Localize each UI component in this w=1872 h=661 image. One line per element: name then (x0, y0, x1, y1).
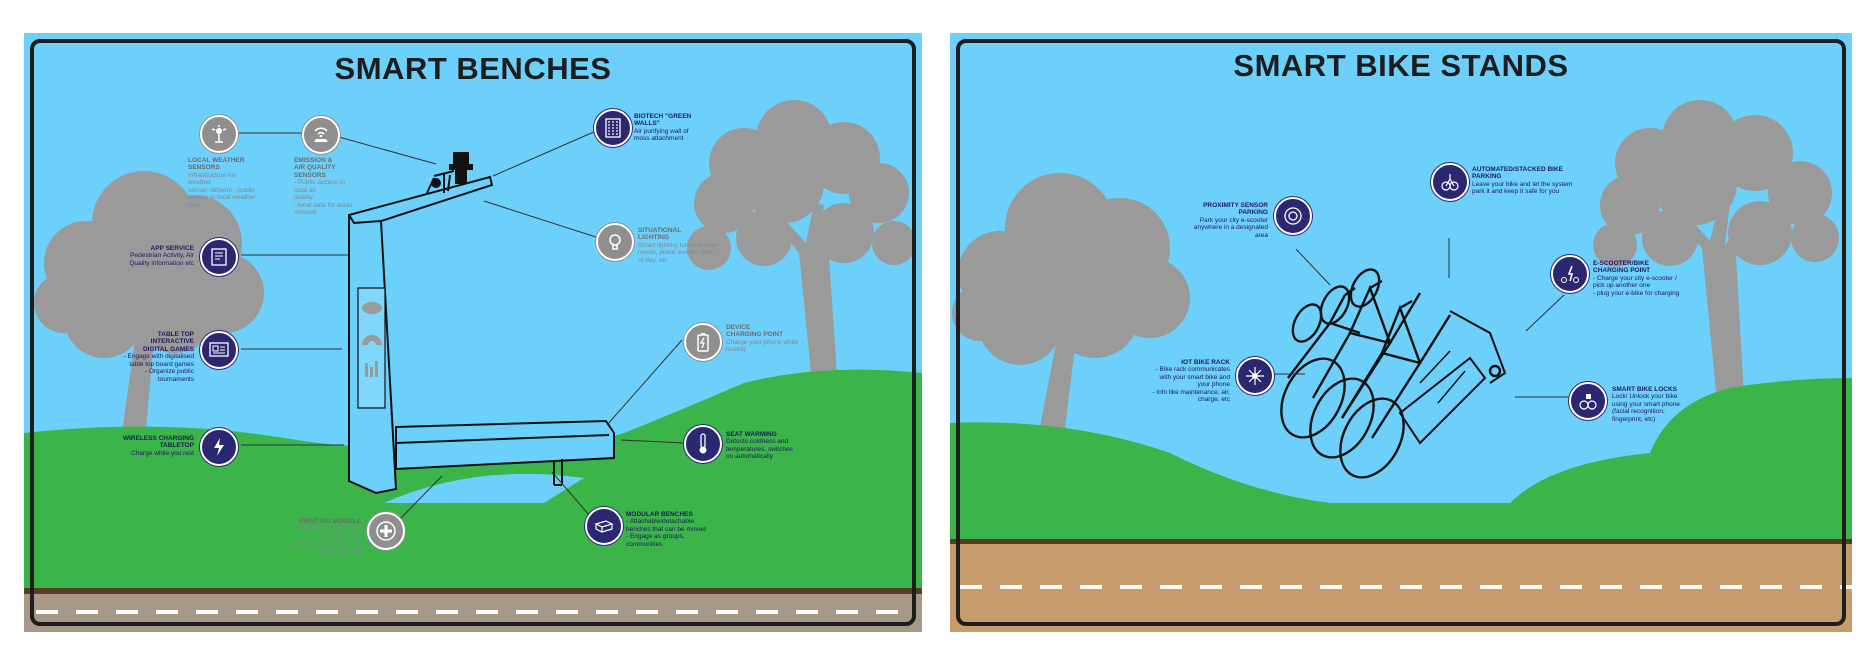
lightning-icon (200, 428, 238, 466)
label-modular-benches: MODULAR BENCHES - Attachable/detachable … (626, 511, 710, 548)
bikes-connectors (1270, 238, 1570, 398)
smart-bike-stands-panel: SMART BIKE STANDS PROXIMITY SENSOR PARKI… (950, 33, 1852, 632)
iot-title: IOT BIKE RACK (1181, 359, 1230, 366)
locks-desc: Lock/ Unlock your bike using your smart … (1612, 393, 1680, 423)
label-green-walls: BIOTECH "GREEN WALLS" Air purifying wall… (634, 113, 704, 143)
bench-module-icon (585, 507, 623, 545)
bike-lock-icon (1569, 382, 1607, 420)
label-automated-parking: AUTOMATED/STACKED BIKE PARKING Leave you… (1472, 166, 1582, 196)
road-markings (36, 610, 898, 614)
app-title: APP SERVICE (150, 245, 194, 252)
label-proximity-sensor: PROXIMITY SENSOR PARKING Park your city … (1178, 202, 1268, 239)
charging-title: DEVICE CHARGING POINT (726, 324, 784, 339)
app-desc: Pedestrian Activity, Air Quality informa… (129, 252, 194, 267)
battery-icon (684, 323, 722, 361)
escooter-title: E-SCOOTER/BIKE CHARGING POINT (1593, 260, 1651, 275)
greenwalls-desc: Air purifying wall of moss attachment (634, 127, 689, 143)
seat-title: SEAT WARMING (726, 431, 777, 438)
smart-bench-drawing (348, 152, 615, 495)
benches-connectors (217, 130, 685, 524)
emission-title: EMISSION & AIR QUALITY SENSORS (294, 157, 336, 179)
green-wall-icon (594, 109, 632, 147)
label-weather-sensors: LOCAL WEATHER SENSORS Infrastructure for… (188, 157, 258, 209)
wifi-car-icon (302, 116, 340, 154)
weather-title: LOCAL WEATHER SENSORS (188, 157, 245, 172)
weather-station-icon (200, 115, 238, 153)
smart-benches-panel: SMART BENCHES LOCAL WEATHER SENSORS Infr… (24, 33, 922, 632)
bike-right-tree (1593, 100, 1839, 413)
charging-desc: Charge your phone while resting (726, 338, 799, 354)
wireless-desc: Charge while you rest (131, 449, 194, 457)
emission-desc: - Public access to local air quality - l… (294, 179, 353, 217)
scooter-icon (1551, 255, 1589, 293)
tablet-icon (200, 238, 238, 276)
bike-rack-drawing (1280, 268, 1507, 479)
thermometer-icon (684, 425, 722, 463)
label-escooter-charging: E-SCOOTER/BIKE CHARGING POINT - Charge y… (1593, 260, 1693, 297)
right-tree (687, 100, 916, 403)
label-charging-point: DEVICE CHARGING POINT Charge your phone … (726, 324, 806, 354)
bikes-scene (950, 100, 1852, 632)
bench-screen-icons (362, 302, 382, 377)
lightbulb-icon (596, 223, 634, 261)
bike-left-tree (952, 173, 1190, 453)
proximity-title: PROXIMITY SENSOR PARKING (1203, 202, 1268, 217)
label-smart-bike-locks: SMART BIKE LOCKS Lock/ Unlock your bike … (1612, 386, 1704, 423)
bike-road-markings (960, 585, 1852, 589)
stacked-bikes-icon (1431, 163, 1469, 201)
greenwalls-title: BIOTECH "GREEN WALLS" (634, 113, 692, 128)
lighting-desc: Smart lighting tuned to user needs, publ… (638, 241, 718, 264)
weather-desc: Infrastructure for weather sensor networ… (188, 171, 256, 209)
proximity-desc: Park your city e-scooter anywhere in a d… (1193, 216, 1268, 239)
label-emission-sensors: EMISSION & AIR QUALITY SENSORS - Public … (294, 157, 360, 217)
left-tree (34, 171, 264, 453)
label-app-service: APP SERVICE Pedestrian Activity, Air Qua… (112, 245, 194, 267)
benches-scene (24, 100, 922, 632)
automated-title: AUTOMATED/STACKED BIKE PARKING (1472, 166, 1563, 181)
modular-desc: - Attachable/detachable benches that can… (626, 518, 706, 548)
parking-target-icon (1274, 197, 1312, 235)
firstaid-title: FIRST AID MODULE (299, 518, 361, 525)
firstaid-desc: Emergency module alert for first aiders … (290, 525, 361, 555)
bike-grass (950, 378, 1852, 543)
network-hub-icon (1236, 357, 1274, 395)
modular-title: MODULAR BENCHES (626, 511, 693, 518)
first-aid-plus-icon (367, 512, 405, 550)
wireless-title: WIRELESS CHARGING TABLETOP (122, 435, 194, 450)
bikes-title: SMART BIKE STANDS (1233, 48, 1569, 83)
label-first-aid: FIRST AID MODULE Emergency module alert … (279, 518, 361, 555)
iot-desc: - Bike rack communicates with your smart… (1152, 366, 1230, 404)
games-title: TABLE TOP INTERACTIVE DIGITAL GAMES (142, 331, 194, 353)
benches-title: SMART BENCHES (334, 51, 612, 86)
escooter-desc: - Charge your city e-scooter / pick up a… (1593, 274, 1680, 297)
label-wireless-charging: WIRELESS CHARGING TABLETOP Charge while … (114, 435, 194, 457)
games-desc: - Engage with digitalised table top boar… (123, 353, 194, 383)
label-lighting: SITUATIONAL LIGHTING Smart lighting tune… (638, 227, 718, 264)
label-digital-games: TABLE TOP INTERACTIVE DIGITAL GAMES - En… (114, 331, 194, 383)
automated-desc: Leave your bike and let the system park … (1472, 180, 1573, 196)
label-iot-bike-rack: IOT BIKE RACK - Bike rack communicates w… (1130, 359, 1230, 404)
locks-title: SMART BIKE LOCKS (1612, 386, 1677, 393)
seat-desc: Detects coldness and temperatures, switc… (726, 438, 793, 461)
game-board-icon (200, 331, 238, 369)
lighting-title: SITUATIONAL LIGHTING (638, 227, 682, 242)
label-seat-warming: SEAT WARMING Detects coldness and temper… (726, 431, 806, 461)
